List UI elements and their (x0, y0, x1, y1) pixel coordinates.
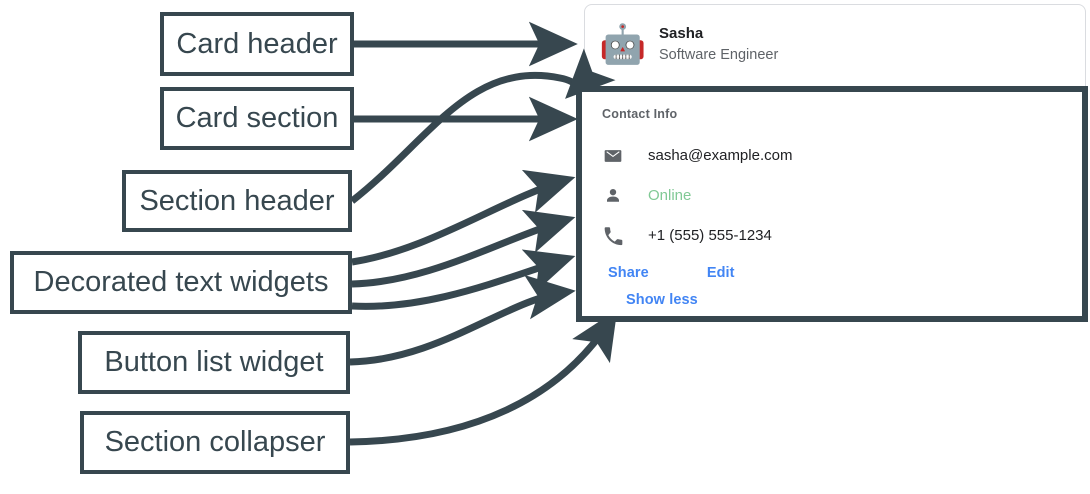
card-section: Contact Info sasha@example.com (576, 86, 1088, 322)
robot-avatar-icon: 🤖 (599, 24, 647, 66)
decorated-text-phone-label: +1 (555) 555-1234 (648, 227, 772, 244)
person-icon (602, 185, 624, 207)
callout-section-collapser: Section collapser (80, 411, 350, 474)
arrow-decorated-text-1 (351, 169, 576, 266)
arrow-section-collapser (349, 309, 618, 446)
card-header-text: Sasha Software Engineer (659, 24, 778, 66)
callout-button-list-widget: Button list widget (78, 331, 350, 394)
arrow-button-list (349, 274, 576, 366)
callout-label: Section collapser (104, 426, 326, 458)
callout-decorated-text-widgets: Decorated text widgets (10, 251, 352, 314)
decorated-text-status: Online (602, 176, 1082, 216)
callout-card-header: Card header (160, 12, 354, 76)
arrow-decorated-text-3 (351, 249, 576, 310)
decorated-text-email: sasha@example.com (602, 136, 1082, 176)
card-section-content: Contact Info sasha@example.com (582, 92, 1082, 309)
callout-label: Button list widget (104, 346, 324, 378)
callout-label: Section header (139, 184, 335, 217)
phone-icon (602, 225, 624, 247)
callout-label: Decorated text widgets (33, 266, 329, 298)
callout-card-section: Card section (160, 87, 354, 150)
callout-label: Card section (175, 102, 339, 134)
section-collapser-button[interactable]: Show less (626, 292, 698, 308)
status-badge: Online (648, 187, 692, 204)
card-header: 🤖 Sasha Software Engineer (585, 5, 1085, 85)
decorated-text-email-label: sasha@example.com (648, 147, 793, 164)
card-header-subtitle: Software Engineer (659, 47, 779, 63)
callout-section-header: Section header (122, 170, 352, 232)
email-icon (602, 145, 624, 167)
arrow-decorated-text-2 (351, 209, 576, 288)
edit-button[interactable]: Edit (695, 262, 747, 284)
decorated-text-phone: +1 (555) 555-1234 (602, 216, 1082, 256)
share-button[interactable]: Share (596, 262, 661, 284)
card-header-title: Sasha (659, 25, 704, 42)
button-list-widget: Share Edit (596, 262, 1082, 284)
arrow-section-header (349, 48, 616, 204)
callout-label: Card header (176, 27, 338, 60)
section-header: Contact Info (602, 107, 678, 121)
